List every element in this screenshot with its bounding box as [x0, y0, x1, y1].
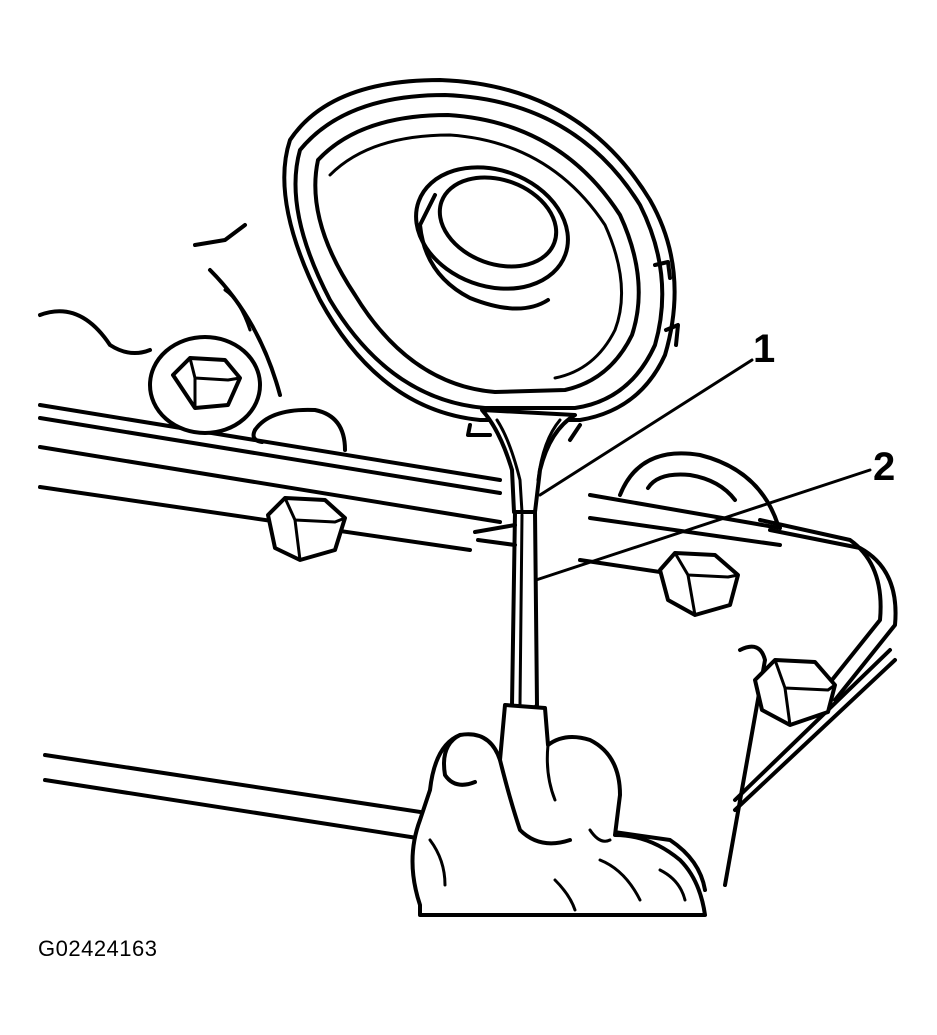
seal-removal-tool [473, 408, 577, 714]
callout-1-label: 1 [753, 327, 775, 371]
hand [410, 703, 707, 917]
callout-1-leader [538, 358, 754, 497]
housing-upper-rails [38, 403, 782, 577]
crankshaft-seal [282, 78, 680, 442]
bolt-center-left [266, 496, 347, 562]
bolt-upper-left [148, 335, 262, 435]
bolt-right [753, 658, 837, 727]
bolt-center-right [658, 551, 740, 617]
callout-2-leader [534, 468, 872, 582]
figure-id: G02424163 [38, 936, 158, 961]
housing-lower [43, 451, 898, 892]
housing-upper-outline [38, 223, 347, 452]
callout-2-label: 2 [873, 445, 895, 489]
callout-leaders [534, 358, 872, 582]
